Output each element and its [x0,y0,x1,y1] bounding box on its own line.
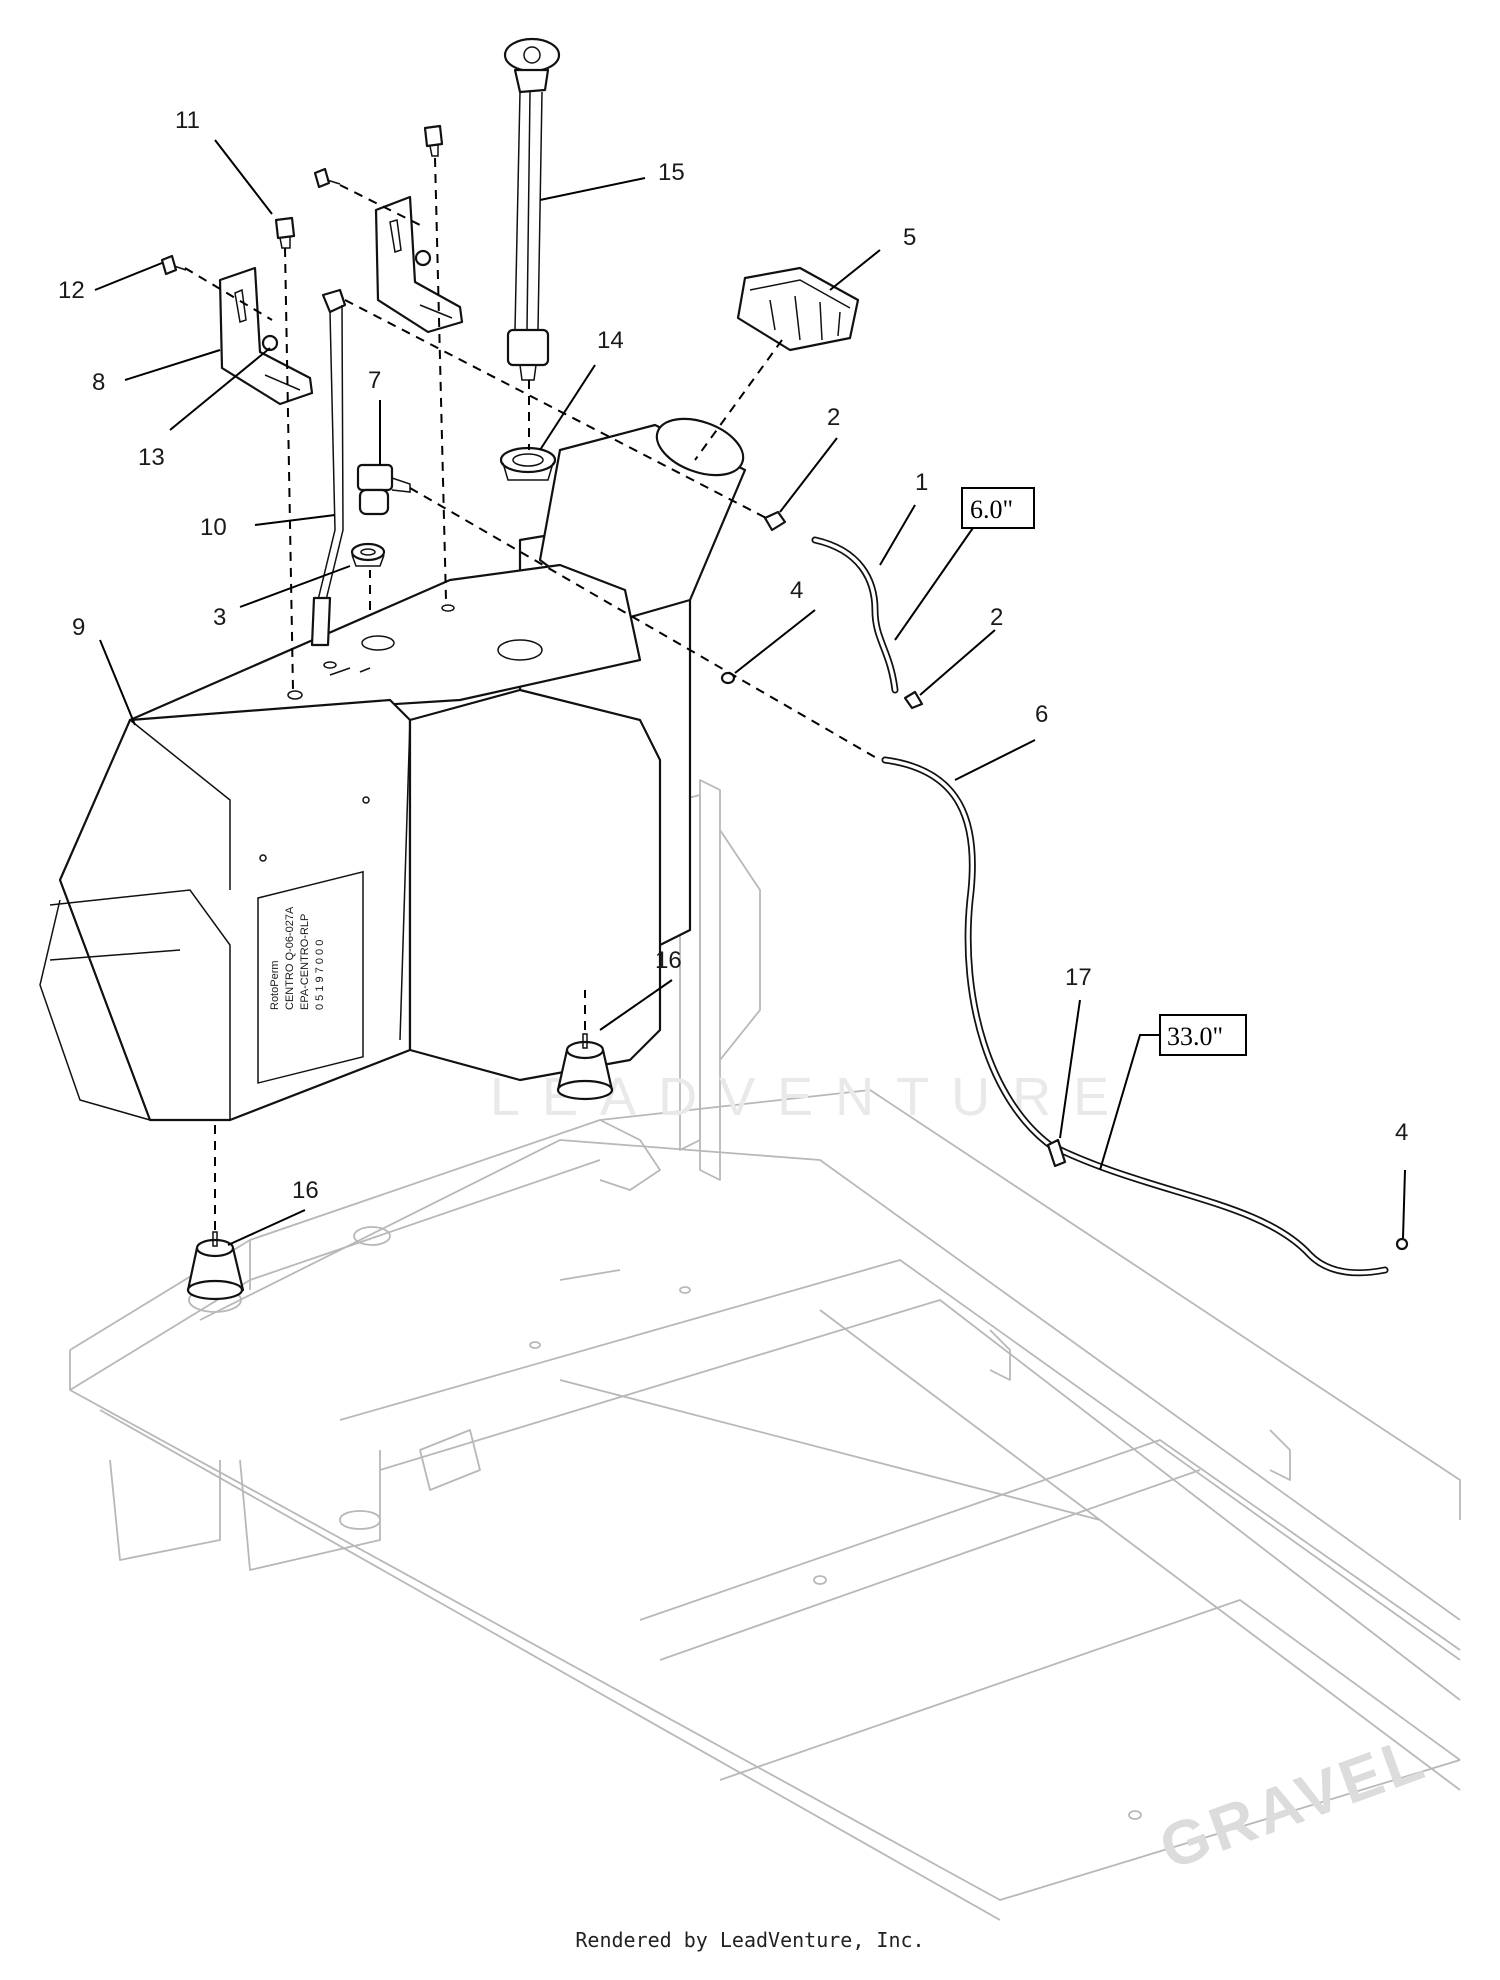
callout-17: 17 [1065,964,1092,991]
fuel-hose-6 [881,756,1389,1277]
bolt-upper-2 [423,124,444,157]
dimension-box-hose-1: 6.0" [961,487,1035,529]
bolt-12 [160,254,187,276]
footer-credit: Rendered by LeadVenture, Inc. [575,1928,925,1952]
callout-11: 11 [175,107,200,134]
callout-labels: 11 12 8 13 10 3 9 7 15 5 14 2 1 2 4 6 16… [58,107,1408,1204]
frame-brand-text: GRAVEL [1151,1723,1436,1883]
clamp-2a [763,510,787,532]
bolt-11 [274,216,296,249]
callout-9: 9 [72,614,85,641]
callout-13: 13 [138,444,165,471]
callout-1: 1 [915,469,928,496]
pickup-tube [310,288,347,647]
callout-4a: 4 [790,577,803,604]
callout-14: 14 [597,327,624,354]
nut-upper [414,249,432,267]
callout-5: 5 [903,224,916,251]
callout-15: 15 [658,159,685,186]
callout-16a: 16 [655,947,682,974]
fuel-tank: RotoPerm CENTRO Q-06-027A EPA-CENTRO-RLP… [39,417,747,1122]
callout-10: 10 [200,514,227,541]
tank-label-line2: CENTRO Q-06-027A [284,906,296,1010]
dimension-33in: 33.0" [1167,1022,1223,1051]
mounting-bracket-right [374,195,464,334]
vent-valve [356,463,411,516]
tank-label-line1: RotoPerm [269,960,281,1010]
callout-6: 6 [1035,701,1048,728]
callout-2a: 2 [827,404,840,431]
callout-12: 12 [58,277,85,304]
assembly-lines [184,157,881,1230]
callout-4b: 4 [1395,1119,1408,1146]
vent-hose-1 [811,536,899,694]
tank-label-line3: EPA-CENTRO-RLP [299,914,311,1010]
fuel-gauge-sender [503,37,561,381]
leader-lines [94,139,1406,1246]
nut-13 [261,334,279,352]
callout-16b: 16 [292,1177,319,1204]
grommet-small [350,542,386,567]
clip-4b [1395,1237,1409,1251]
clip-4a [720,671,736,685]
fuel-cap [736,266,860,352]
callout-2b: 2 [990,604,1003,631]
clamp-2b [903,690,924,710]
dimension-6in: 6.0" [970,495,1013,524]
dimension-box-hose-6: 33.0" [1159,1014,1247,1056]
tank-label-line4: 0 5 1 9 7 0 0 0 [314,940,326,1010]
callout-8: 8 [92,369,105,396]
bolt-upper-1 [313,167,341,189]
callout-3: 3 [213,604,226,631]
tank-label-plate [257,870,364,1084]
grommet-large [499,446,557,481]
callout-7: 7 [368,367,381,394]
rubber-bumper-rear [556,1033,614,1101]
rubber-bumper-front [186,1231,245,1301]
hose-clamp-17 [1046,1138,1067,1168]
